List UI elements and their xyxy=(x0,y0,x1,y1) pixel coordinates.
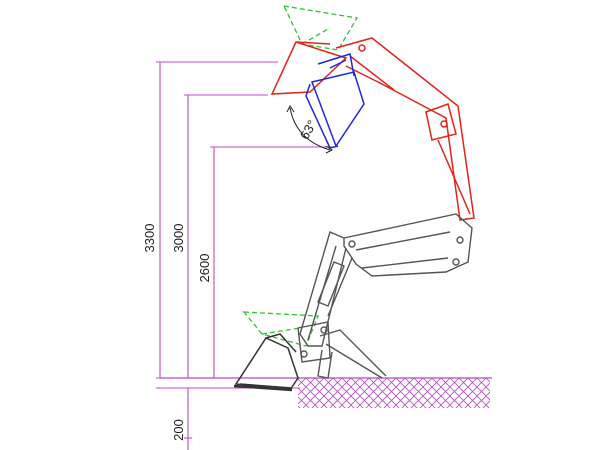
red-arm-raised xyxy=(270,37,475,221)
green-bucket-top xyxy=(282,5,359,51)
dimension-label-3000: 3000 xyxy=(171,224,186,253)
green-bucket-bottom xyxy=(242,311,319,347)
dimension-label-2600: 2600 xyxy=(197,254,212,283)
dimension-label-200: 200 xyxy=(171,419,186,441)
dimension-lines xyxy=(156,61,334,450)
blue-bucket xyxy=(305,53,365,149)
angle-arc xyxy=(286,105,333,154)
ground-hatching xyxy=(160,377,492,408)
bucket-on-ground xyxy=(233,333,299,392)
angle-label: 63° xyxy=(297,117,320,142)
dimension-label-3300: 3300 xyxy=(142,224,157,253)
loader-frame xyxy=(297,213,473,379)
